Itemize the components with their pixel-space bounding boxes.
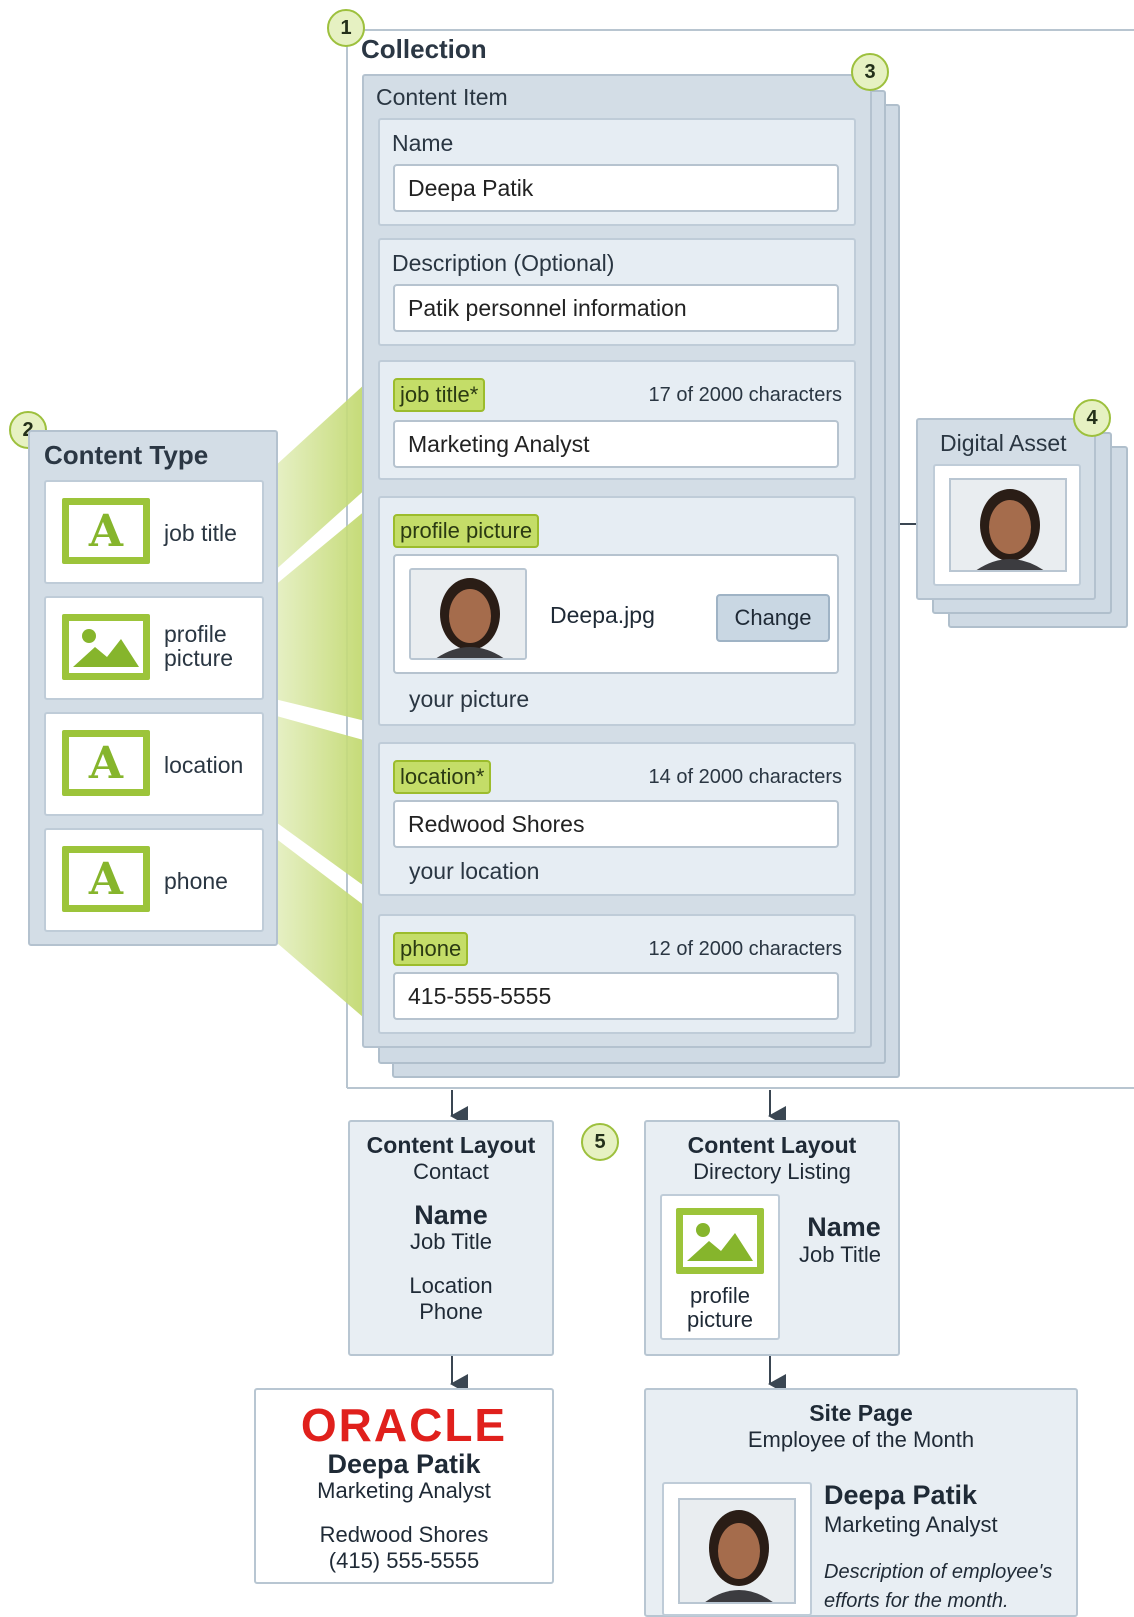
oracle-card-location: Redwood Shores xyxy=(319,1522,489,1547)
phone-tag: phone xyxy=(393,932,469,966)
job-title-field-group: job title* 17 of 2000 characters Marketi… xyxy=(378,360,856,480)
content-type-label: profile picture xyxy=(164,621,234,671)
wedge-job-title xyxy=(262,372,378,582)
layout-contact-name: Name xyxy=(414,1200,488,1230)
layout-directory-name: Name xyxy=(807,1212,881,1242)
oracle-contact-card: ORACLE Deepa Patik Marketing Analyst Red… xyxy=(254,1388,554,1584)
site-page-subtitle: Employee of the Month xyxy=(747,1427,975,1452)
name-field-group: Name Deepa Patik xyxy=(378,118,856,226)
step-badge-3: 3 xyxy=(851,53,889,91)
wedge-location xyxy=(262,712,378,896)
text-a-icon: A xyxy=(62,730,150,796)
layout-directory-job: Job Title xyxy=(799,1242,881,1267)
oracle-card-job: Marketing Analyst xyxy=(317,1478,491,1503)
step-badge-5: 5 xyxy=(581,1123,619,1161)
change-button[interactable]: Change xyxy=(716,594,830,642)
image-icon xyxy=(62,614,150,680)
site-page-title: Site Page xyxy=(809,1400,913,1426)
content-layout-contact[interactable]: Content Layout Contact Name Job Title Lo… xyxy=(348,1120,554,1356)
site-page-name: Deepa Patik xyxy=(824,1480,978,1510)
content-type-label: location xyxy=(164,752,244,778)
content-type-item-phone[interactable]: A phone xyxy=(44,828,264,932)
name-label: Name xyxy=(392,130,454,156)
directory-picture-label: profile picture xyxy=(686,1283,754,1332)
digital-asset-frame xyxy=(933,464,1081,586)
oracle-logo: ORACLE xyxy=(300,1399,508,1451)
profile-picture-filename: Deepa.jpg xyxy=(550,602,655,628)
text-a-icon: A xyxy=(62,846,150,912)
phone-field-group: phone 12 of 2000 characters 415-555-5555 xyxy=(378,914,856,1034)
layout-contact-job: Job Title xyxy=(410,1229,492,1254)
site-page-employee-of-month: Site Page Employee of the Month Deepa Pa… xyxy=(644,1388,1078,1617)
content-type-item-profile-picture[interactable]: profile picture xyxy=(44,596,264,700)
description-label: Description (Optional) xyxy=(392,250,615,276)
step-badge-1: 1 xyxy=(327,9,365,47)
layout-directory-title: Content Layout xyxy=(687,1132,857,1158)
layout-contact-title: Content Layout xyxy=(366,1132,536,1158)
wedge-phone xyxy=(262,828,378,1030)
content-item-title: Content Item xyxy=(376,84,508,110)
profile-picture-hint: your picture xyxy=(409,686,530,712)
oracle-card-phone: (415) 555-5555 xyxy=(328,1548,480,1573)
location-hint: your location xyxy=(409,858,540,884)
content-type-title: Content Type xyxy=(44,440,209,470)
description-field-group: Description (Optional) Patik personnel i… xyxy=(378,238,856,346)
layout-directory-subtitle: Directory Listing xyxy=(693,1159,851,1184)
wedge-profile-picture xyxy=(262,500,378,724)
digital-asset-title: Digital Asset xyxy=(940,430,1067,456)
digital-asset-panel[interactable]: Digital Asset xyxy=(916,418,1096,600)
location-count: 14 of 2000 characters xyxy=(648,766,842,788)
content-type-item-job-title[interactable]: A job title xyxy=(44,480,264,584)
job-title-input[interactable]: Marketing Analyst xyxy=(393,420,839,468)
content-type-label: phone xyxy=(164,868,228,894)
location-input[interactable]: Redwood Shores xyxy=(393,800,839,848)
profile-picture-box: Deepa.jpg Change xyxy=(393,554,839,674)
oracle-card-name: Deepa Patik xyxy=(327,1449,481,1479)
location-field-group: location* 14 of 2000 characters Redwood … xyxy=(378,742,856,896)
profile-picture-tag: profile picture xyxy=(393,514,540,548)
content-type-label: job title xyxy=(164,520,237,546)
phone-count: 12 of 2000 characters xyxy=(648,938,842,960)
profile-picture-field-group: profile picture Deepa.jpg Change your pi… xyxy=(378,496,856,726)
collection-title: Collection xyxy=(361,34,487,64)
location-tag: location* xyxy=(393,760,492,794)
name-input[interactable]: Deepa Patik xyxy=(393,164,839,212)
job-title-count: 17 of 2000 characters xyxy=(648,384,842,406)
image-icon xyxy=(676,1208,764,1274)
step-badge-4: 4 xyxy=(1073,399,1111,437)
profile-photo-thumbnail xyxy=(409,568,527,660)
site-page-photo-frame xyxy=(662,1482,812,1616)
site-page-photo xyxy=(678,1498,796,1604)
digital-asset-photo xyxy=(949,478,1067,572)
layout-contact-location: Location xyxy=(409,1273,493,1298)
layout-contact-subtitle: Contact xyxy=(413,1159,489,1184)
description-input[interactable]: Patik personnel information xyxy=(393,284,839,332)
site-page-description: Description of employee's efforts for th… xyxy=(824,1561,1053,1612)
job-title-tag: job title* xyxy=(393,378,486,412)
phone-input[interactable]: 415-555-5555 xyxy=(393,972,839,1020)
content-type-item-location[interactable]: A location xyxy=(44,712,264,816)
text-a-icon: A xyxy=(62,498,150,564)
content-layout-directory[interactable]: Content Layout Directory Listing profile… xyxy=(644,1120,900,1356)
site-page-job: Marketing Analyst xyxy=(824,1512,998,1537)
directory-picture-card: profile picture xyxy=(660,1194,780,1340)
layout-contact-phone: Phone xyxy=(419,1299,483,1324)
